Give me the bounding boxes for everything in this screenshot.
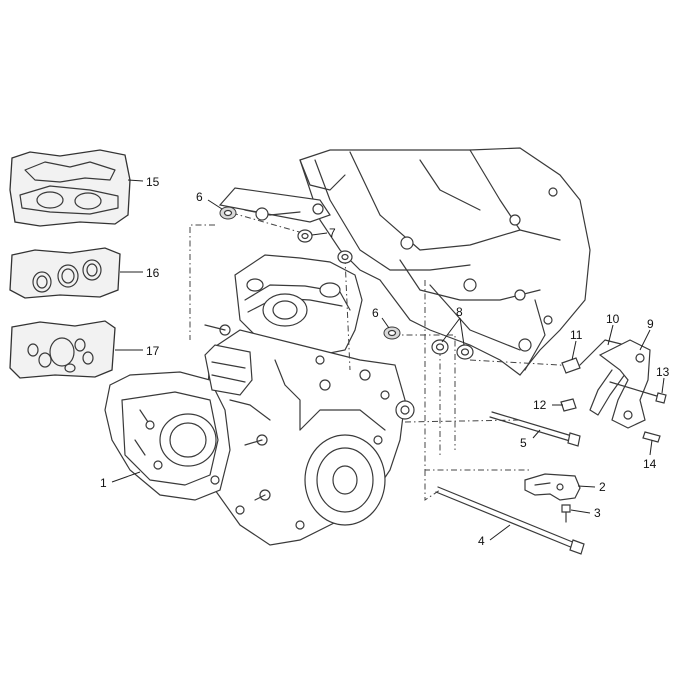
washers: [219, 206, 474, 360]
callout-6-top: 6: [196, 190, 203, 204]
callout-14: 14: [643, 457, 657, 471]
bolt-part-4: [435, 486, 585, 555]
long-bolts: [435, 411, 585, 555]
spacer-part-7: [297, 229, 313, 243]
leader-lines: [111, 179, 665, 541]
callout-3: 3: [594, 506, 601, 520]
gasket-kit-16: [9, 247, 121, 299]
callout-1: 1: [100, 476, 107, 490]
callout-4: 4: [478, 534, 485, 548]
bolt-part-5: [489, 411, 581, 447]
dowel-part-11: [561, 357, 581, 374]
engine-block: [104, 254, 415, 546]
callout-13: 13: [656, 365, 670, 379]
bolt-part-14: [642, 431, 661, 443]
bolt-part-13: [609, 381, 667, 404]
spacer-part-8-b: [456, 344, 474, 360]
callout-15: 15: [146, 175, 160, 189]
callout-16: 16: [146, 266, 160, 280]
spacer-part-8-a: [431, 339, 449, 355]
bracket-part-10: [579, 339, 629, 416]
callout-11: 11: [570, 328, 583, 342]
bracket-part-9: [598, 339, 651, 429]
callout-6-middle: 6: [372, 306, 379, 320]
callout-labels: 1 2 3 4 5 6 6 7 8 9 10 11 12 13 14 15 16…: [100, 175, 670, 548]
callout-8: 8: [456, 305, 463, 319]
callout-9: 9: [647, 317, 654, 331]
dowel-part-12: [560, 398, 577, 412]
gasket-kit-17: [9, 320, 116, 379]
frame-assembly: [218, 147, 591, 376]
screw-part-3: [561, 504, 571, 523]
callout-2: 2: [599, 480, 606, 494]
bracket-part-2: [524, 473, 581, 501]
callout-10: 10: [606, 312, 620, 326]
callout-17: 17: [146, 344, 160, 358]
gasket-kit-15: [9, 149, 131, 227]
callout-12: 12: [533, 398, 547, 412]
callout-7: 7: [329, 226, 336, 240]
callout-5: 5: [520, 436, 527, 450]
